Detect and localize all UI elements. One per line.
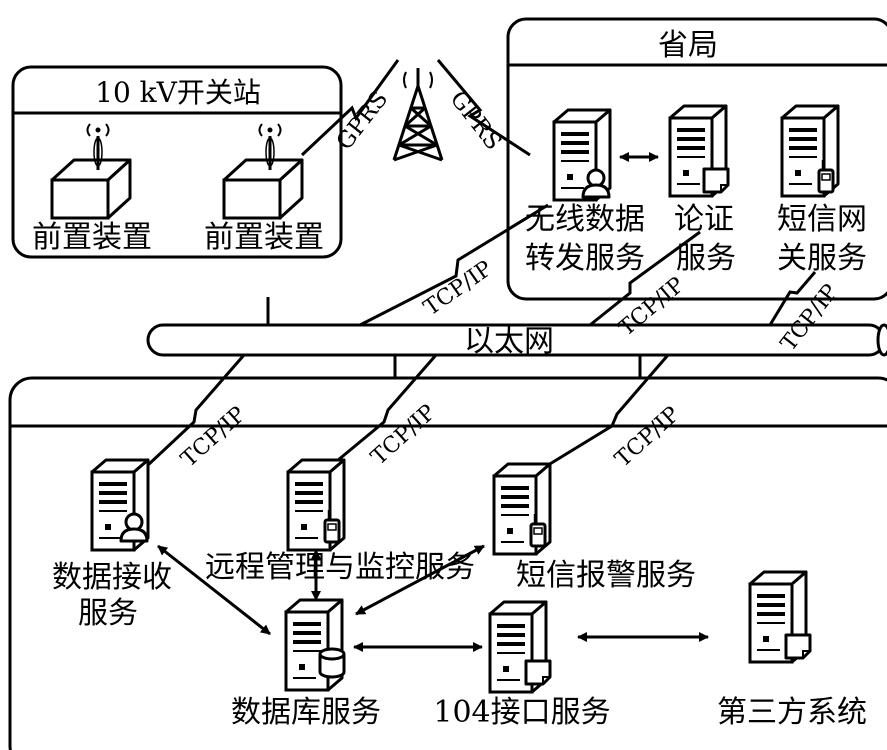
front-device-left: 前置装置 <box>32 124 152 255</box>
auth-label-2: 服务 <box>676 241 736 276</box>
tcp-label-alarm: TCP/IP <box>611 402 685 472</box>
province-title: 省局 <box>658 28 718 63</box>
document-badge-icon <box>704 169 728 192</box>
tcp-link-wireless <box>360 205 548 325</box>
document-badge-icon <box>526 661 550 684</box>
front-end-device-icon <box>52 124 130 218</box>
antenna-tower-icon <box>394 68 442 160</box>
auth-label-1: 论证 <box>674 202 734 237</box>
sms-alarm-server: 短信报警服务 <box>494 464 696 593</box>
iface104-label: 104接口服务 <box>433 695 610 730</box>
third-party-server: 第三方系统 <box>717 572 867 730</box>
front-device-left-label: 前置装置 <box>32 220 152 255</box>
wireless-forward-label-2: 转发服务 <box>525 241 645 276</box>
data-receive-server: 数据接收 服务 <box>52 460 172 631</box>
remote-mgmt-server: 远程管理与监控服务 <box>205 460 475 585</box>
gprs-label-right: GPRS <box>445 86 507 155</box>
tcp-label-receive: TCP/IP <box>177 402 251 472</box>
data-receive-label-2: 服务 <box>78 596 138 631</box>
sms-alarm-label: 短信报警服务 <box>516 558 696 593</box>
remote-mgmt-label: 远程管理与监控服务 <box>205 550 475 585</box>
ethernet-label: 以太网 <box>464 324 554 359</box>
front-end-device-icon <box>224 124 302 218</box>
substation-title: 10 kV开关站 <box>95 76 261 109</box>
sms-gateway-label-2: 关服务 <box>777 241 867 276</box>
data-receive-label-1: 数据接收 <box>52 560 172 595</box>
document-badge-icon <box>786 635 810 658</box>
sms-gateway-label-1: 短信网 <box>777 202 867 237</box>
wireless-forward-server: 无线数据 转发服务 <box>525 110 645 276</box>
tcp-label-remote: TCP/IP <box>367 400 441 470</box>
sms-gateway-server: 短信网 关服务 <box>777 106 867 276</box>
iface104-server: 104接口服务 <box>433 602 610 730</box>
database-label: 数据库服务 <box>231 695 381 730</box>
front-device-right-label: 前置装置 <box>204 220 324 255</box>
front-device-right: 前置装置 <box>204 124 324 255</box>
third-party-label: 第三方系统 <box>717 695 867 730</box>
database-cylinder-icon <box>320 649 344 677</box>
ethernet-bus: 以太网 <box>148 297 887 378</box>
wireless-forward-label-1: 无线数据 <box>525 202 645 237</box>
auth-server: 论证 服务 <box>670 106 736 276</box>
